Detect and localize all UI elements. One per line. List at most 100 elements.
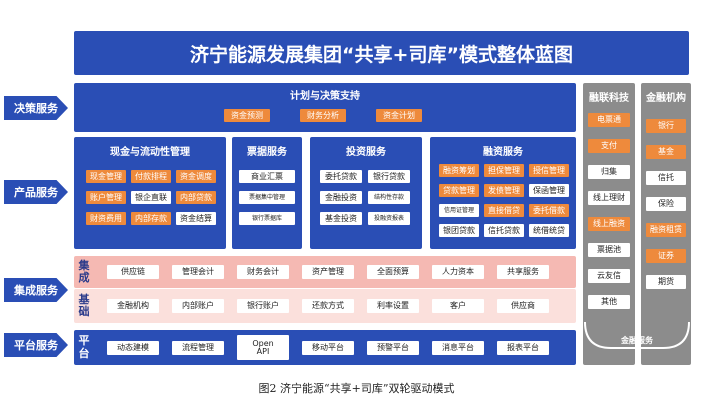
foundation-item: 金融机构 <box>107 299 159 313</box>
platform-item: 报表平台 <box>497 341 549 355</box>
cash-panel: 现金与流动性管理 现金管理 付款排程 资金调度 账户管理 银企直联 内部贷款 财… <box>74 137 226 249</box>
invest-item: 委托贷款 <box>320 170 362 183</box>
financial-services-label: 金融服务 <box>621 336 653 345</box>
invest-panel: 投资服务 委托贷款 银行贷款 金融投资 结构性存款 基金投资 投融资报表 <box>310 137 422 249</box>
integration-item: 全面预算 <box>367 265 419 279</box>
financial-services-bracket <box>584 321 690 349</box>
foundation-item: 利率设置 <box>367 299 419 313</box>
bill-panel: 票据服务 商业汇票 票据集中管理 银行票据库 <box>232 137 302 249</box>
institutions-title: 金融机构 <box>646 93 686 104</box>
invest-title: 投资服务 <box>346 147 386 158</box>
integration-item: 供应链 <box>107 265 159 279</box>
finance-item: 授信管理 <box>529 164 569 177</box>
finance-item: 信托贷款 <box>484 224 524 237</box>
decision-item: 资金计划 <box>376 109 422 122</box>
cash-item: 现金管理 <box>86 170 126 183</box>
bill-title: 票据服务 <box>247 147 287 158</box>
finance-panel: 融资服务 融资筹划 担保管理 授信管理 贷款管理 发债管理 保函管理 信用证管理… <box>430 137 576 249</box>
cash-item: 财资费用 <box>86 212 126 225</box>
integration-item: 共享服务 <box>497 265 549 279</box>
cash-item: 付款排程 <box>131 170 171 183</box>
finance-item: 委托借款 <box>529 204 569 217</box>
foundation-item: 内部账户 <box>172 299 224 313</box>
invest-item: 银行贷款 <box>368 170 410 183</box>
integration-item: 人力资本 <box>432 265 484 279</box>
platform-label: 平 台 <box>74 330 94 365</box>
side-label-decision: 决策服务 <box>4 96 68 120</box>
bill-item: 票据集中管理 <box>239 191 295 204</box>
integration-item: 财务会计 <box>237 265 289 279</box>
finance-item: 保函管理 <box>529 184 569 197</box>
decision-panel: 计划与决策支持 资金预测 财务分析 资金计划 <box>74 83 576 132</box>
side-label-integration: 集成服务 <box>4 278 68 302</box>
finance-item: 发债管理 <box>484 184 524 197</box>
fintech-item: 支付 <box>588 139 630 153</box>
fintech-item: 线上融资 <box>588 217 630 231</box>
foundation-label-char: 础 <box>78 305 90 318</box>
finance-item: 统借统贷 <box>529 224 569 237</box>
institution-item: 证券 <box>646 249 686 263</box>
cash-item: 银企直联 <box>131 191 171 204</box>
fintech-title: 融联科技 <box>589 93 629 104</box>
institutions-panel: 金融机构 银行 基金 信托 保险 融资租赁 证券 期货 <box>641 83 691 365</box>
foundation-item: 客户 <box>432 299 484 313</box>
institution-item: 融资租赁 <box>646 223 686 237</box>
fintech-item: 其他 <box>588 295 630 309</box>
cash-title: 现金与流动性管理 <box>110 147 190 158</box>
cash-item: 账户管理 <box>86 191 126 204</box>
finance-item: 直接借贷 <box>484 204 524 217</box>
foundation-label: 基 础 <box>74 289 94 323</box>
figure-caption: 图2 济宁能源“共享+司库”双轮驱动模式 <box>258 382 455 395</box>
cash-item: 资金调度 <box>176 170 216 183</box>
invest-item: 投融资报表 <box>368 212 410 225</box>
fintech-item: 电票通 <box>588 113 630 127</box>
finance-item: 贷款管理 <box>439 184 479 197</box>
decision-title: 计划与决策支持 <box>290 91 360 102</box>
institution-item: 基金 <box>646 145 686 159</box>
platform-item: 动态建模 <box>107 341 159 355</box>
fintech-item: 线上理财 <box>588 191 630 205</box>
integration-label: 集 成 <box>74 256 94 288</box>
integration-item: 资产管理 <box>302 265 354 279</box>
foundation-band: 基 础 金融机构 内部账户 银行账户 还款方式 利率设置 客户 供应商 <box>74 289 576 323</box>
fintech-item: 票据池 <box>588 243 630 257</box>
platform-item: Open API <box>237 335 289 360</box>
platform-item: 流程管理 <box>172 341 224 355</box>
foundation-item: 供应商 <box>497 299 549 313</box>
invest-item: 结构性存款 <box>368 191 410 204</box>
finance-item: 银团贷款 <box>439 224 479 237</box>
platform-item: 消息平台 <box>432 341 484 355</box>
bill-item: 商业汇票 <box>239 170 295 183</box>
platform-label-char: 平 <box>78 334 90 348</box>
foundation-item: 还款方式 <box>302 299 354 313</box>
page-title: 济宁能源发展集团“共享+司库”模式整体蓝图 <box>74 31 689 75</box>
foundation-label-char: 基 <box>78 292 90 306</box>
foundation-item: 银行账户 <box>237 299 289 313</box>
platform-label-char: 台 <box>78 346 90 360</box>
side-label-product: 产品服务 <box>4 180 68 204</box>
bill-item: 银行票据库 <box>239 212 295 225</box>
institution-item: 期货 <box>646 275 686 289</box>
finance-item: 担保管理 <box>484 164 524 177</box>
invest-item: 金融投资 <box>320 191 362 204</box>
institution-item: 信托 <box>646 171 686 185</box>
decision-item: 资金预测 <box>224 109 270 122</box>
finance-item: 融资筹划 <box>439 164 479 177</box>
platform-band: 平 台 动态建模 流程管理 Open API 移动平台 预警平台 消息平台 报表… <box>74 330 576 365</box>
invest-item: 基金投资 <box>320 212 362 225</box>
institution-item: 保险 <box>646 197 686 211</box>
integration-item: 管理会计 <box>172 265 224 279</box>
fintech-item: 归集 <box>588 165 630 179</box>
decision-item: 财务分析 <box>300 109 346 122</box>
cash-item: 内部贷款 <box>176 191 216 204</box>
platform-item: 预警平台 <box>367 341 419 355</box>
institution-item: 银行 <box>646 119 686 133</box>
integration-label-char: 集 <box>78 258 90 272</box>
integration-label-char: 成 <box>78 271 90 284</box>
cash-item: 资金结算 <box>176 212 216 225</box>
finance-item: 信用证管理 <box>439 204 479 217</box>
fintech-panel: 融联科技 电票通 支付 归集 线上理财 线上融资 票据池 云友信 其他 <box>583 83 635 365</box>
integration-band: 集 成 供应链 管理会计 财务会计 资产管理 全面预算 人力资本 共享服务 <box>74 256 576 288</box>
finance-title: 融资服务 <box>483 147 523 158</box>
cash-item: 内部存款 <box>131 212 171 225</box>
